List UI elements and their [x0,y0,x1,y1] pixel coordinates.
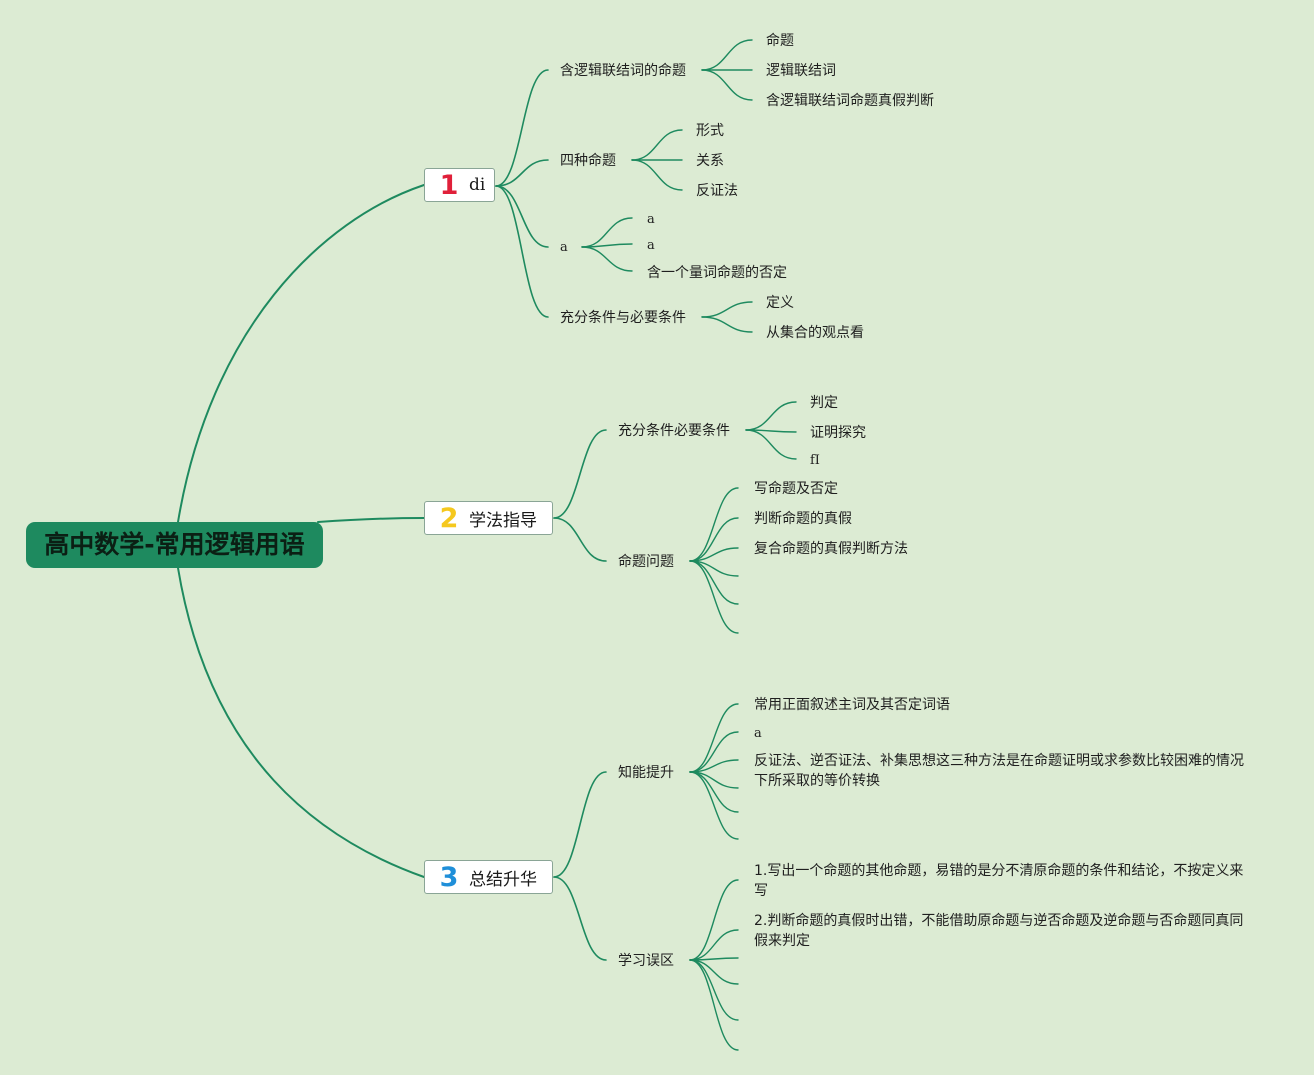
t8-leaf-0 [689,879,739,961]
leaf-truth-judgement[interactable]: 含逻辑联结词命题真假判断 [766,93,934,109]
b3-link-0 [553,771,607,878]
t7-leaf-0 [689,703,739,773]
topic-sufficient-necessary[interactable]: 充分条件与必要条件 [560,310,686,326]
leaf-determine[interactable]: 判定 [810,395,838,411]
t6-leaf-5 [689,560,739,634]
t6-leaf-0 [689,487,739,562]
b1-link-2 [495,185,549,248]
b2-link-1 [553,517,607,562]
t8-leaf-4 [689,959,739,1021]
t3-leaf-0 [581,217,633,248]
leaf-a-2[interactable]: a [647,238,655,253]
branch-3-label: 总结升华 [469,869,537,890]
t4-leaf-0 [701,301,753,318]
root-link-3 [177,567,425,878]
number-2-icon: 2 [439,502,459,534]
b1-link-1 [495,159,549,187]
branch-3[interactable]: 3 总结升华 [424,860,553,894]
t4-leaf-1 [701,316,753,333]
leaf-judge-truth[interactable]: 判断命题的真假 [754,511,852,527]
branch-1[interactable]: 1 di [424,168,495,202]
leaf-equivalent-transform[interactable]: 反证法、逆否证法、补集思想这三种方法是在命题证明或求参数比较困难的情况下所采取的… [754,753,1244,789]
topic-learning-mistakes[interactable]: 学习误区 [618,953,674,969]
leaf-definition[interactable]: 定义 [766,295,794,311]
leaf-a-3[interactable]: a [754,726,762,741]
t8-leaf-1 [689,929,739,961]
t6-leaf-1 [689,517,739,562]
topic-four-propositions[interactable]: 四种命题 [560,153,616,169]
leaf-logic-connective[interactable]: 逻辑联结词 [766,63,836,79]
branch-1-label: di [469,175,486,195]
leaf-set-view[interactable]: 从集合的观点看 [766,325,864,341]
leaf-quantifier-negation[interactable]: 含一个量词命题的否定 [647,265,787,281]
topic-proposition-problems[interactable]: 命题问题 [618,554,674,570]
t1-leaf-2 [701,69,753,101]
leaf-proof-by-contradiction[interactable]: 反证法 [696,183,738,199]
topic-sufficient-necessary-conditions[interactable]: 充分条件必要条件 [618,423,730,439]
t7-leaf-1 [689,731,739,773]
t5-leaf-0 [745,401,797,431]
t1-leaf-0 [701,39,753,71]
leaf-common-words[interactable]: 常用正面叙述主词及其否定词语 [754,697,950,713]
root-topic[interactable]: 高中数学-常用逻辑用语 [26,522,323,568]
topic-knowledge-improvement[interactable]: 知能提升 [618,765,674,781]
leaf-relation[interactable]: 关系 [696,153,724,169]
t2-leaf-0 [631,129,683,161]
leaf-proposition[interactable]: 命题 [766,33,794,49]
number-1-icon: 1 [439,169,459,201]
topic-logic-connectives[interactable]: 含逻辑联结词的命题 [560,63,686,79]
root-link-1 [177,184,425,523]
leaf-write-negation[interactable]: 写命题及否定 [754,481,838,497]
branch-2-label: 学法指导 [469,510,537,531]
leaf-mistake-1[interactable]: 1.写出一个命题的其他命题，易错的是分不清原命题的条件和结论，不按定义来写 [754,863,1244,899]
leaf-fi[interactable]: fI [810,453,820,468]
t7-leaf-5 [689,771,739,840]
t3-leaf-2 [581,246,633,272]
t5-leaf-2 [745,429,797,460]
branch-2[interactable]: 2 学法指导 [424,501,553,535]
b3-link-1 [553,876,607,961]
t2-leaf-2 [631,159,683,191]
leaf-compound-truth-method[interactable]: 复合命题的真假判断方法 [754,541,908,557]
b1-link-3 [495,185,549,318]
leaf-proof-exploration[interactable]: 证明探究 [810,425,866,441]
topic-a[interactable]: a [560,240,568,255]
b1-link-0 [495,69,549,187]
number-3-icon: 3 [439,861,459,893]
leaf-a-1[interactable]: a [647,212,655,227]
leaf-mistake-2[interactable]: 2.判断命题的真假时出错，不能借助原命题与逆否命题及逆命题与否命题同真同假来判定 [754,913,1244,949]
b2-link-0 [553,429,607,519]
root-link-2 [317,517,425,523]
leaf-form[interactable]: 形式 [696,123,724,139]
t8-leaf-5 [689,959,739,1051]
t6-leaf-4 [689,560,739,605]
